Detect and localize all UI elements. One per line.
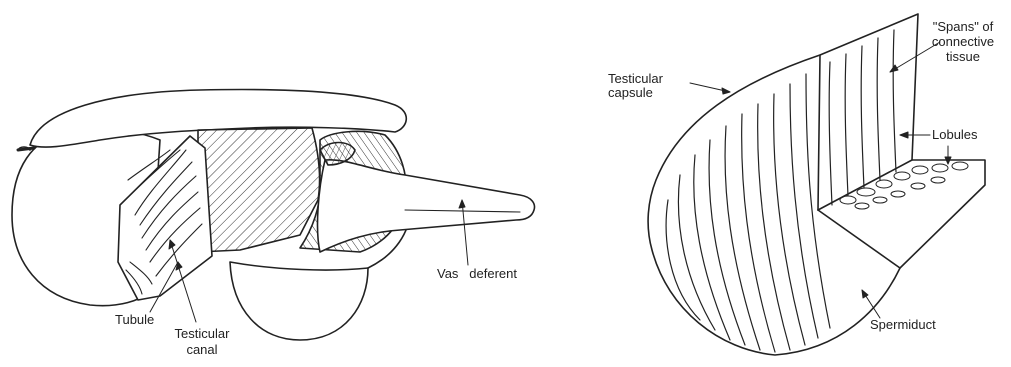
left-testis-diagram (12, 90, 534, 340)
label-testicular-capsule-line1: Testicular (608, 72, 663, 86)
label-testicular-capsule-line2: capsule (608, 86, 653, 100)
label-spans-line2: connective (918, 35, 1008, 49)
label-tubule: Tubule (115, 313, 154, 327)
label-spans-line3: tissue (918, 50, 1008, 64)
label-spermiduct: Spermiduct (870, 318, 936, 332)
lower-lobe (230, 262, 368, 340)
label-lobules: Lobules (932, 128, 978, 142)
testis-wedge (648, 14, 985, 355)
label-vas-deferent: Vas deferent (437, 267, 517, 281)
hatched-section (198, 128, 320, 252)
label-testicular-canal-line2: canal (157, 343, 247, 357)
right-testis-diagram (648, 14, 985, 355)
vas-deferens (318, 160, 535, 252)
label-testicular-canal-line1: Testicular (157, 327, 247, 341)
label-spans-line1: "Spans" of (918, 20, 1008, 34)
